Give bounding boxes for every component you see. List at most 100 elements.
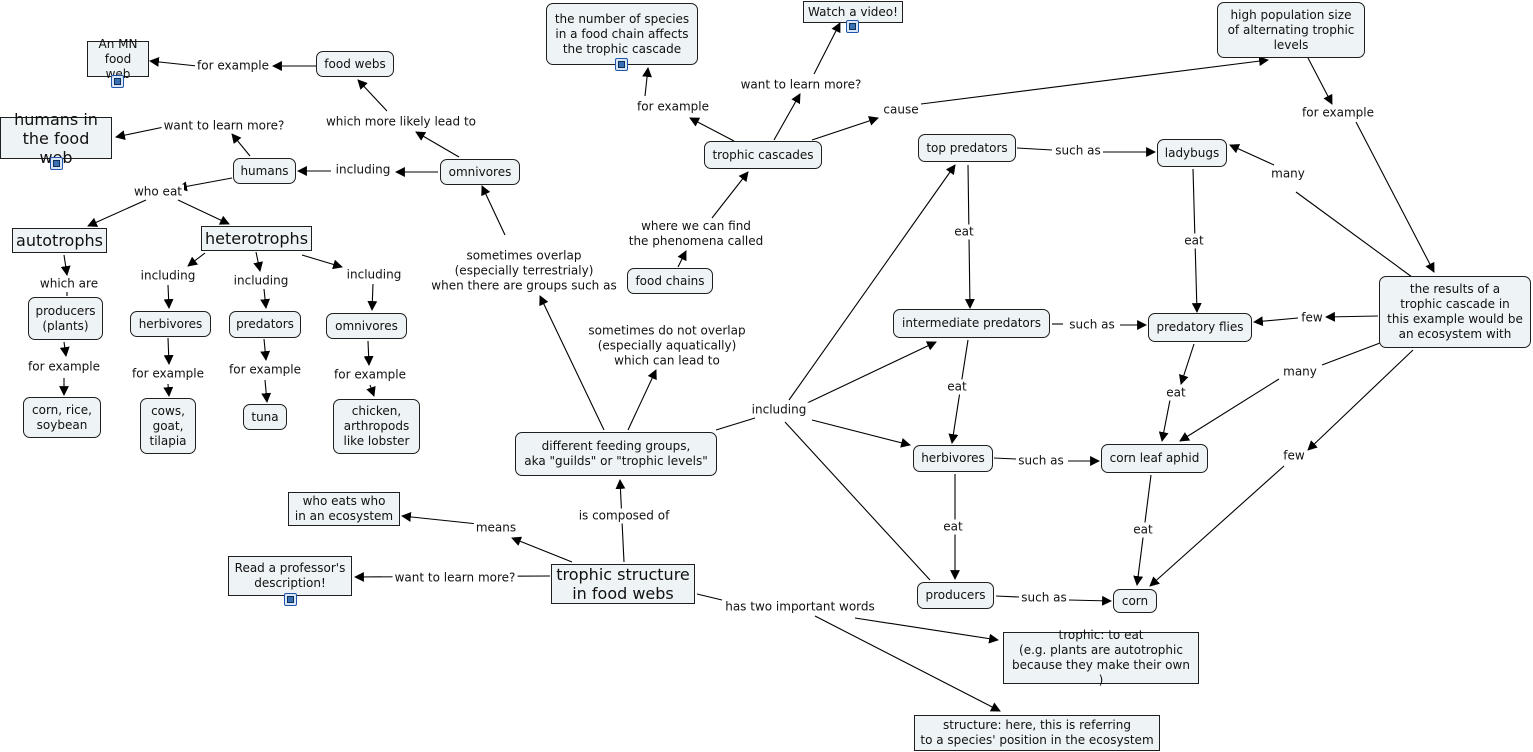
label-which-more-likely: which more likely lead to bbox=[323, 114, 479, 130]
label-for-example-tc: for example bbox=[635, 99, 711, 115]
connector-49 bbox=[357, 79, 388, 112]
connector-42 bbox=[1229, 144, 1275, 166]
connector-61 bbox=[59, 341, 70, 357]
connector-68 bbox=[367, 283, 378, 311]
node-humans-food-web[interactable]: humans in the food web bbox=[0, 110, 112, 167]
node-mn-food-web[interactable]: An MN food web bbox=[87, 37, 149, 81]
label-where-we-find: where we can find the phenomena called bbox=[626, 219, 766, 249]
connector-69 bbox=[163, 337, 174, 365]
node-trophic-structure[interactable]: trophic structure in food webs bbox=[551, 564, 695, 604]
label-such-as-4: such as bbox=[1019, 590, 1069, 606]
image-icon[interactable] bbox=[111, 75, 124, 88]
connector-23 bbox=[784, 421, 931, 581]
node-omnivores-top[interactable]: omnivores bbox=[440, 159, 520, 185]
node-predators-left[interactable]: predators bbox=[229, 311, 301, 338]
label-few-1: few bbox=[1299, 310, 1325, 326]
document-icon[interactable] bbox=[846, 20, 859, 33]
node-producers-plants[interactable]: producers (plants) bbox=[28, 297, 103, 340]
node-structure-def[interactable]: structure: here, this is referring to a … bbox=[914, 715, 1160, 751]
label-including-h3: including bbox=[344, 267, 404, 283]
connector-64 bbox=[163, 284, 174, 309]
connector-65 bbox=[253, 251, 264, 272]
label-such-as-2: such as bbox=[1067, 317, 1117, 333]
image-icon[interactable] bbox=[615, 58, 628, 71]
label-for-example-p: for example bbox=[26, 359, 102, 375]
node-food-chains[interactable]: food chains bbox=[627, 268, 713, 294]
node-watch-video[interactable]: Watch a video! bbox=[803, 1, 903, 23]
label-eat-5: eat bbox=[1164, 385, 1188, 401]
connector-36 bbox=[1179, 343, 1195, 385]
connector-67 bbox=[301, 254, 343, 270]
connector-43 bbox=[1321, 342, 1381, 366]
connector-7 bbox=[539, 295, 605, 431]
connector-18 bbox=[1355, 121, 1435, 273]
node-herbivores-right[interactable]: herbivores bbox=[913, 445, 993, 472]
node-autotrophs[interactable]: autotrophs bbox=[12, 228, 107, 253]
node-high-population[interactable]: high population size of alternating trop… bbox=[1217, 2, 1365, 58]
connector-17 bbox=[1307, 57, 1333, 105]
label-for-example-h1: for example bbox=[130, 366, 206, 382]
node-feeding-groups[interactable]: different feeding groups, aka "guilds" o… bbox=[515, 432, 717, 476]
node-food-webs[interactable]: food webs bbox=[316, 51, 394, 77]
node-corn-rice[interactable]: corn, rice, soybean bbox=[23, 397, 101, 438]
connector-55 bbox=[115, 126, 165, 141]
node-producers-right[interactable]: producers bbox=[917, 582, 994, 609]
connector-24 bbox=[1016, 147, 1053, 151]
label-for-example-h3: for example bbox=[332, 367, 408, 383]
connector-6 bbox=[814, 615, 1001, 712]
connector-59 bbox=[60, 254, 71, 276]
node-species-number[interactable]: the number of species in a food chain af… bbox=[546, 3, 698, 65]
connector-8 bbox=[627, 369, 657, 431]
connector-57 bbox=[87, 199, 147, 227]
label-including-omni: including bbox=[333, 162, 393, 178]
connector-4 bbox=[696, 593, 723, 601]
node-cows[interactable]: cows, goat, tilapia bbox=[140, 398, 196, 454]
node-tuna[interactable]: tuna bbox=[243, 404, 287, 430]
connector-72 bbox=[261, 379, 272, 403]
node-predatory-flies[interactable]: predatory flies bbox=[1148, 313, 1252, 342]
node-herbivores-left[interactable]: herbivores bbox=[130, 311, 211, 337]
node-top-predators[interactable]: top predators bbox=[918, 134, 1016, 162]
node-intermediate-predators[interactable]: intermediate predators bbox=[893, 309, 1050, 338]
connector-71 bbox=[260, 338, 271, 361]
connector-30 bbox=[1068, 595, 1112, 606]
document-icon[interactable] bbox=[50, 157, 63, 170]
connector-74 bbox=[366, 384, 376, 397]
label-who-eat: who eat bbox=[131, 184, 185, 200]
node-who-eats-who[interactable]: who eats who in an ecosystem bbox=[288, 492, 400, 526]
label-eat-4: eat bbox=[1182, 233, 1206, 249]
node-omnivores-left[interactable]: omnivores bbox=[326, 313, 407, 339]
label-eat-6: eat bbox=[1131, 522, 1155, 538]
connector-21 bbox=[788, 164, 956, 401]
label-including-h1: including bbox=[138, 268, 198, 284]
node-humans[interactable]: humans bbox=[233, 158, 296, 184]
connector-22 bbox=[811, 419, 911, 448]
connector-15 bbox=[811, 116, 879, 141]
node-trophic-def[interactable]: trophic: to eat (e.g. plants are autotro… bbox=[1003, 628, 1199, 687]
label-has-two-words: has two important words bbox=[723, 599, 877, 615]
label-many-2: many bbox=[1281, 364, 1319, 380]
label-is-composed-of: is composed of bbox=[576, 508, 672, 524]
node-read-professor[interactable]: Read a professor's description! bbox=[228, 556, 352, 596]
label-few-2: few bbox=[1281, 448, 1307, 464]
node-trophic-cascades[interactable]: trophic cascades bbox=[704, 141, 822, 169]
connector-48 bbox=[415, 131, 460, 158]
connector-40 bbox=[1253, 316, 1299, 327]
label-such-as-3: such as bbox=[1016, 453, 1066, 469]
node-corn[interactable]: corn bbox=[1113, 589, 1157, 613]
connector-20 bbox=[802, 341, 937, 406]
node-results[interactable]: the results of a trophic cascade in this… bbox=[1379, 276, 1531, 348]
node-corn-leaf-aphid[interactable]: corn leaf aphid bbox=[1101, 444, 1208, 473]
node-chicken[interactable]: chicken, arthropods like lobster bbox=[333, 399, 420, 454]
label-which-are: which are bbox=[37, 276, 101, 292]
node-ladybugs[interactable]: ladybugs bbox=[1157, 139, 1227, 167]
connector-9 bbox=[677, 250, 687, 268]
label-eat-1: eat bbox=[952, 224, 976, 240]
node-heterotrophs[interactable]: heterotrophs bbox=[201, 226, 312, 251]
connector-10 bbox=[711, 171, 749, 219]
connector-2 bbox=[401, 512, 479, 525]
connector-29 bbox=[995, 595, 1020, 598]
document-icon[interactable] bbox=[284, 593, 297, 606]
